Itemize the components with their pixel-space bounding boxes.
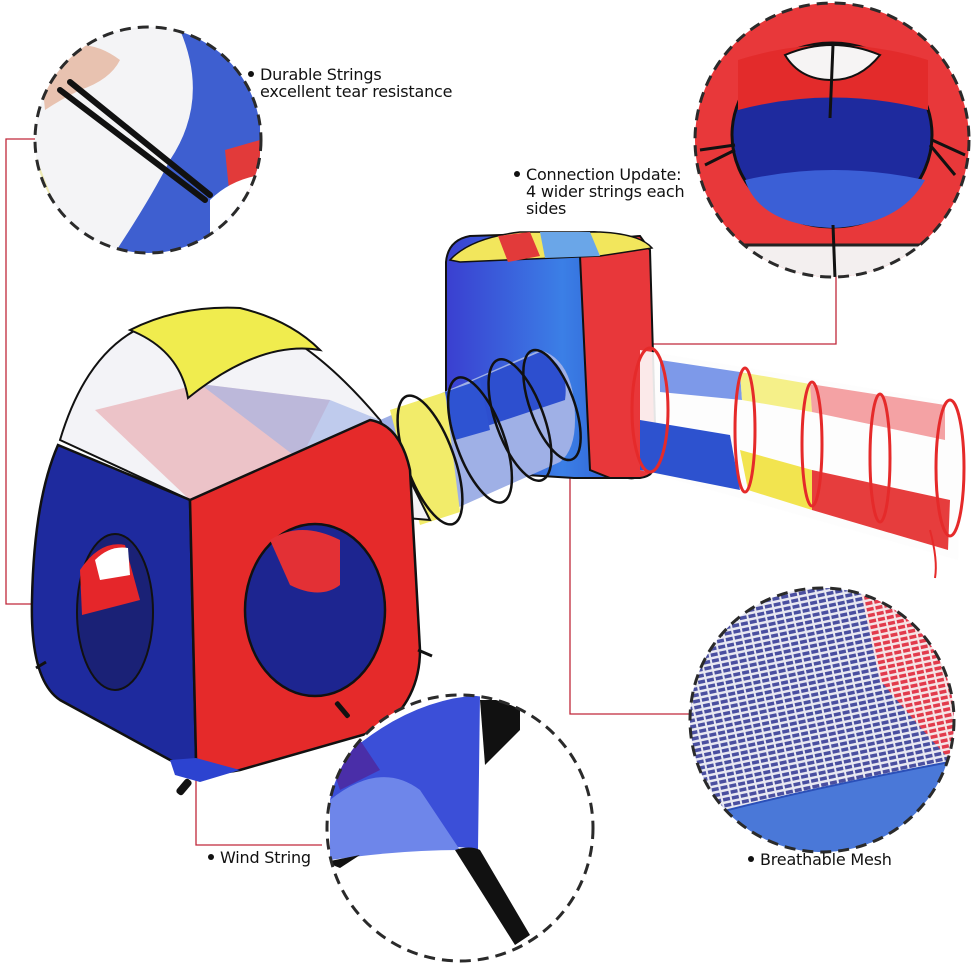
callout-line-connection (646, 276, 837, 345)
pyramid-tent (30, 306, 433, 796)
label-wind-string: Wind String (208, 849, 311, 866)
bullet-icon (748, 855, 754, 862)
label-durable-strings-line1: Durable Strings (260, 65, 382, 84)
detail-circle-connection (693, 1, 971, 279)
label-connection-line2: 4 wider strings each (526, 182, 685, 201)
label-breathable-mesh: Breathable Mesh (748, 851, 892, 868)
label-connection-line1: Connection Update: (526, 165, 682, 184)
label-durable-strings-line2: excellent tear resistance (260, 82, 453, 101)
label-durable-strings: Durable Strings excellent tear resistanc… (248, 66, 452, 100)
bullet-icon (514, 170, 520, 177)
label-connection-update: Connection Update: 4 wider strings each … (514, 165, 685, 218)
label-connection-line3: sides (526, 199, 567, 218)
bullet-icon (248, 70, 254, 77)
detail-circle-wind-string (325, 693, 595, 963)
bullet-icon (208, 853, 214, 860)
callout-line-mesh (569, 457, 692, 715)
left-tunnel (380, 348, 582, 526)
right-tunnel (630, 346, 966, 579)
detail-circle-mesh (688, 586, 956, 854)
label-wind-string-text: Wind String (220, 848, 311, 867)
detail-circle-durable-strings (33, 25, 263, 255)
label-breathable-mesh-text: Breathable Mesh (760, 850, 892, 869)
callout-line-wind (195, 777, 322, 846)
